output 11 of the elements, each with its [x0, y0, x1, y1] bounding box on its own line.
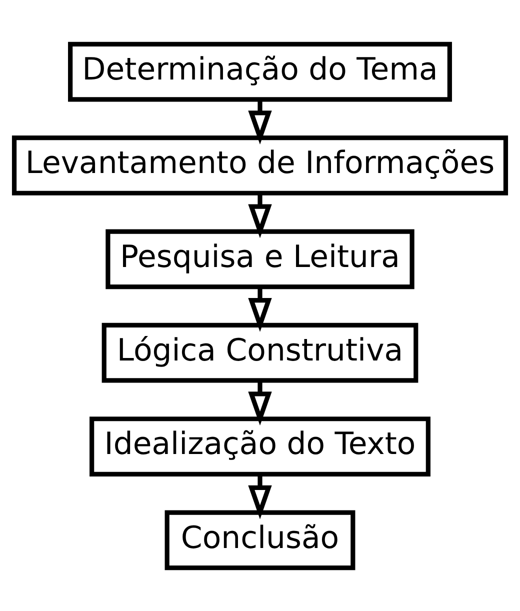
- arrow: [248, 474, 272, 519]
- node-box: Lógica Construtiva: [102, 322, 418, 382]
- node-box: Levantamento de Informações: [12, 135, 508, 195]
- arrow: [248, 99, 272, 144]
- arrow: [248, 286, 272, 332]
- arrow: [248, 380, 272, 425]
- node-box: Conclusão: [164, 510, 356, 570]
- node-box: Pesquisa e Leitura: [106, 228, 414, 289]
- arrow: [248, 192, 272, 238]
- node-box: Determinação do Tema: [68, 41, 452, 102]
- node-box: Idealização do Texto: [90, 416, 430, 476]
